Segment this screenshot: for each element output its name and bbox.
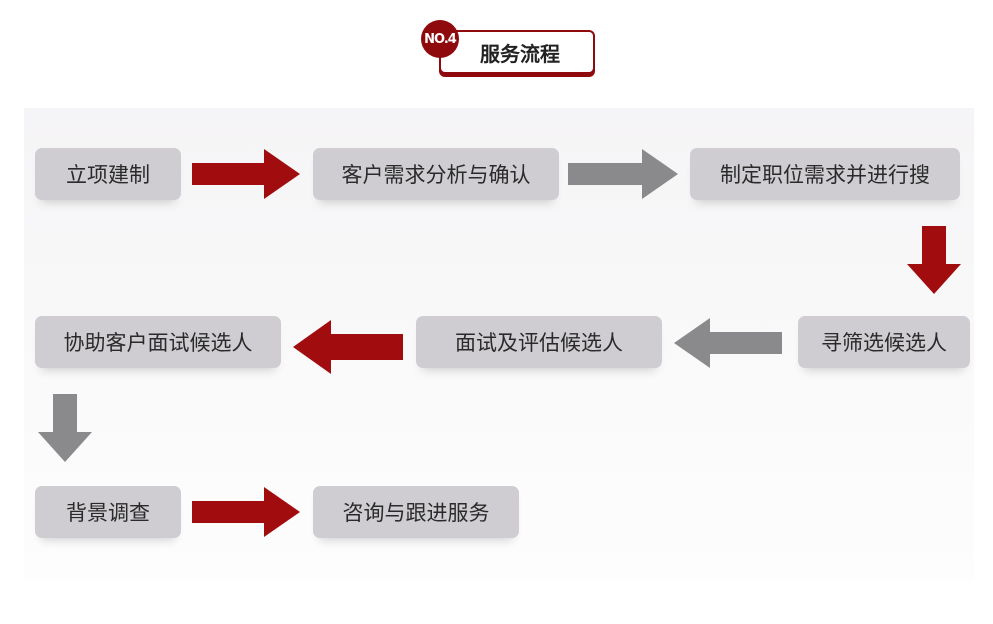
arrow-down-gray [38, 394, 92, 462]
step-consult-followup: 咨询与跟进服务 [313, 486, 519, 538]
arrow-left-red [293, 320, 403, 374]
section-title: 服务流程 [439, 30, 595, 74]
arrow-left-gray [674, 318, 782, 368]
arrow-down-red [907, 226, 961, 294]
section-number-badge: NO.4 [421, 20, 459, 58]
step-interview-assess: 面试及评估候选人 [416, 316, 662, 368]
step-screen-candidates: 寻筛选候选人 [798, 316, 970, 368]
step-assist-client-interview: 协助客户面试候选人 [35, 316, 281, 368]
section-header: NO.4 服务流程 [421, 20, 595, 74]
arrow-right-gray [568, 149, 678, 199]
step-position-search: 制定职位需求并进行搜 [690, 148, 960, 200]
step-background-check: 背景调查 [35, 486, 181, 538]
step-requirement-analysis: 客户需求分析与确认 [313, 148, 559, 200]
arrow-right-red-2 [192, 487, 300, 537]
arrow-right-red-1 [192, 149, 300, 199]
step-project-setup: 立项建制 [35, 148, 181, 200]
